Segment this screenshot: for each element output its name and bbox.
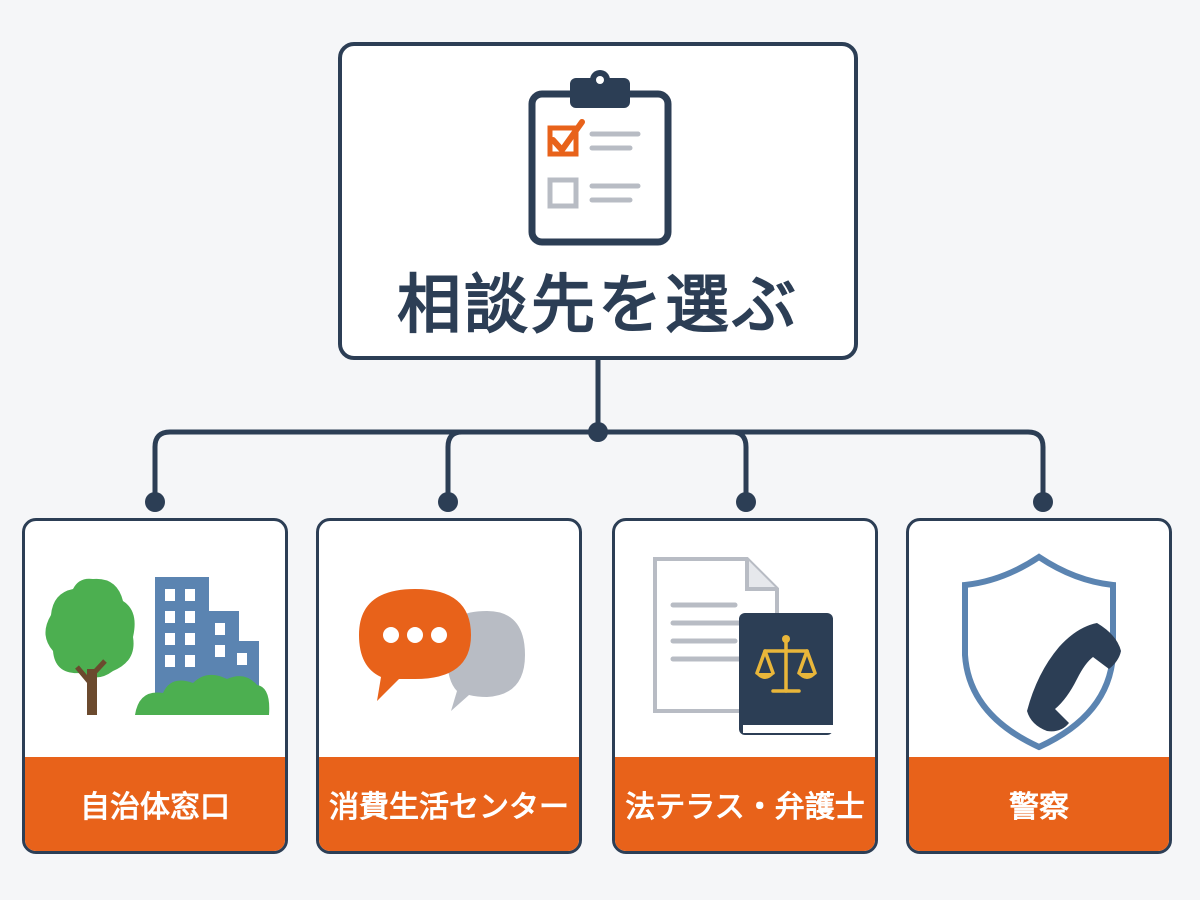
connector-branch-3	[595, 429, 749, 503]
connector-dot-4	[1033, 492, 1053, 512]
connector-branch-2	[445, 429, 601, 503]
option-card-municipal[interactable]: 自治体窓口	[22, 518, 288, 854]
connector-branch-4	[595, 429, 1046, 503]
root-node: 相談先を選ぶ	[338, 42, 858, 360]
option-label: 自治体窓口	[25, 757, 285, 851]
option-card-consumer-center[interactable]: 消費生活センター	[316, 518, 582, 854]
speech-bubbles-icon	[359, 589, 525, 711]
tree-building-icon	[45, 577, 270, 715]
option-label: 法テラス・弁護士	[615, 757, 875, 851]
connector-dot-3	[736, 492, 756, 512]
option-card-police[interactable]: 警察	[906, 518, 1172, 854]
document-law-book-icon	[653, 557, 839, 735]
connector-branch-1	[152, 429, 601, 503]
root-title: 相談先を選ぶ	[397, 269, 799, 343]
option-label: 消費生活センター	[319, 757, 579, 851]
clipboard-checklist-icon	[528, 70, 672, 246]
connector-dot-2	[438, 492, 458, 512]
option-label: 警察	[909, 757, 1169, 851]
shield-phone-icon	[962, 553, 1121, 751]
option-card-legal-aid[interactable]: 法テラス・弁護士	[612, 518, 878, 854]
connector-junction-dot	[588, 422, 608, 442]
connector-dot-1	[145, 492, 165, 512]
